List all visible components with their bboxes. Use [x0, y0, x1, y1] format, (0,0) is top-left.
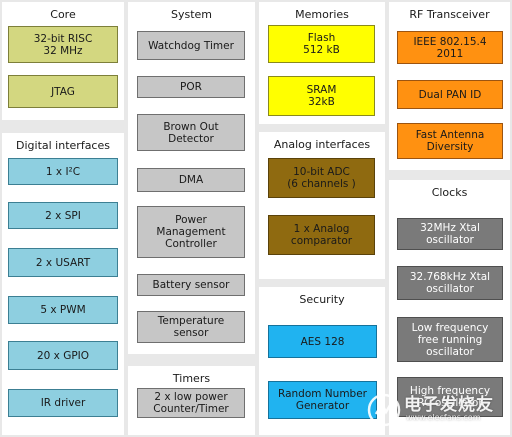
low-power-timer-block: 2 x low power Counter/Timer — [137, 388, 245, 418]
pwm-block: 5 x PWM — [8, 296, 118, 324]
analog-comparator-block: 1 x Analog comparator — [268, 215, 375, 255]
temperature-sensor-block: Temperature sensor — [137, 311, 245, 343]
security-title: Security — [299, 293, 345, 306]
watchdog-timer-block: Watchdog Timer — [137, 31, 245, 60]
digital-interfaces-panel: Digital interfaces 1 x I²C 2 x SPI 2 x U… — [2, 133, 124, 435]
aes-block: AES 128 — [268, 325, 377, 358]
flash-block: Flash 512 kB — [268, 25, 375, 63]
low-frequency-oscillator-block: Low frequency free running oscillator — [397, 317, 503, 362]
adc-block: 10-bit ADC (6 channels ) — [268, 158, 375, 198]
core-title: Core — [50, 8, 76, 21]
i2c-block: 1 x I²C — [8, 158, 118, 185]
core-panel: Core 32-bit RISC 32 MHz JTAG — [2, 2, 124, 120]
ir-driver-block: IR driver — [8, 389, 118, 417]
timers-title: Timers — [172, 372, 211, 385]
sram-block: SRAM 32kB — [268, 76, 375, 116]
usart-block: 2 x USART — [8, 248, 118, 277]
analog-interfaces-title: Analog interfaces — [273, 138, 371, 151]
memories-title: Memories — [295, 8, 349, 21]
clocks-panel: Clocks 32MHz Xtal oscillator 32.768kHz X… — [389, 180, 510, 435]
32khz-xtal-block: 32.768kHz Xtal oscillator — [397, 266, 503, 300]
por-block: POR — [137, 76, 245, 98]
gpio-block: 20 x GPIO — [8, 341, 118, 370]
dual-pan-id-block: Dual PAN ID — [397, 80, 503, 109]
clocks-title: Clocks — [431, 186, 468, 199]
cpu-block: 32-bit RISC 32 MHz — [8, 26, 118, 63]
timers-panel: Timers 2 x low power Counter/Timer — [128, 366, 255, 435]
digital-interfaces-title: Digital interfaces — [16, 139, 110, 152]
ieee-802154-block: IEEE 802.15.4 2011 — [397, 31, 503, 64]
analog-interfaces-panel: Analog interfaces 10-bit ADC (6 channels… — [259, 132, 385, 279]
security-panel: Security AES 128 Random Number Generator — [259, 287, 385, 435]
battery-sensor-block: Battery sensor — [137, 274, 245, 296]
system-panel: System Watchdog Timer POR Brown Out Dete… — [128, 2, 255, 354]
high-frequency-rc-block: High frequency RC oscillator — [397, 377, 503, 417]
rf-transceiver-title: RF Transceiver — [409, 8, 490, 21]
system-title: System — [170, 8, 213, 21]
32mhz-xtal-block: 32MHz Xtal oscillator — [397, 218, 503, 250]
spi-block: 2 x SPI — [8, 202, 118, 229]
rf-transceiver-panel: RF Transceiver IEEE 802.15.4 2011 Dual P… — [389, 2, 510, 170]
power-management-block: Power Management Controller — [137, 206, 245, 258]
brown-out-detector-block: Brown Out Detector — [137, 114, 245, 151]
dma-block: DMA — [137, 168, 245, 192]
antenna-diversity-block: Fast Antenna Diversity — [397, 123, 503, 159]
jtag-block: JTAG — [8, 75, 118, 108]
rng-block: Random Number Generator — [268, 381, 377, 419]
memories-panel: Memories Flash 512 kB SRAM 32kB — [259, 2, 385, 124]
